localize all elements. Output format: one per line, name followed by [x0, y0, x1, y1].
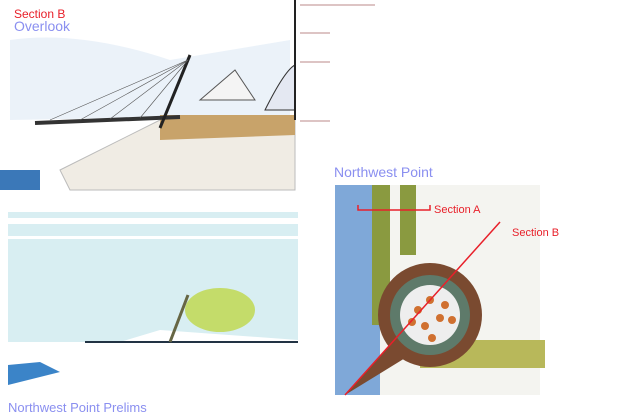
terrace: [160, 115, 295, 140]
mast: [158, 54, 192, 129]
cantilever-deck: [34, 115, 181, 125]
section-b-elevation: [0, 0, 375, 191]
overlook-subtitle: Overlook: [14, 18, 71, 34]
section-b-label: Section B: [512, 227, 560, 239]
plan-title: Northwest Point: [334, 164, 433, 180]
northwest-point-plan: [335, 185, 545, 396]
water: [0, 170, 40, 190]
water: [8, 362, 60, 385]
section-lines: [344, 205, 501, 396]
section-b-title: Section B: [14, 7, 66, 21]
prelims-caption: Northwest Point Prelims: [8, 400, 147, 415]
prelims-elevation: [8, 212, 298, 385]
section-a-label: Section A: [434, 204, 481, 216]
canopy: [198, 69, 256, 101]
